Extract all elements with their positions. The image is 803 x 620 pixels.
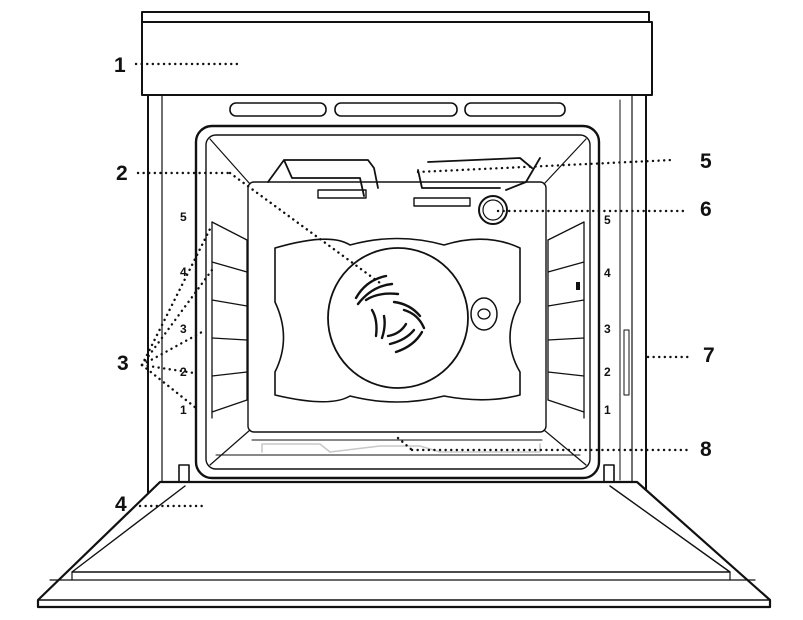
right-level-4: 4 [604,267,611,279]
fan-blades [356,276,424,352]
callout-5: 5 [700,151,712,172]
leader-3-a [142,225,212,365]
callout-8: 8 [700,439,712,460]
left-shelf-guides [212,222,247,418]
left-level-4: 4 [180,266,187,278]
left-level-3: 3 [180,323,187,335]
leader-5 [418,160,672,172]
callout-7: 7 [703,345,715,366]
side-latch [576,282,580,290]
right-shelf-guides [548,222,584,418]
callout-6: 6 [700,199,712,220]
callout-4: 4 [115,494,127,515]
control-panel [142,12,652,95]
callout-2: 2 [116,163,128,184]
callout-1: 1 [114,55,126,76]
top-vents [230,103,565,116]
open-door [38,482,770,607]
leader-3-b [142,270,212,365]
callout-3: 3 [117,353,129,374]
right-level-5: 5 [604,214,611,226]
lamp [479,196,507,224]
lower-heating-element [262,444,540,452]
left-level-5: 5 [180,211,187,223]
left-level-1: 1 [180,404,187,416]
right-level-2: 2 [604,366,611,378]
right-level-1: 1 [604,404,611,416]
leader-3-e [142,365,196,408]
fan-cover [275,239,520,403]
left-level-2: 2 [180,366,187,378]
leader-3-c [142,332,202,365]
right-level-3: 3 [604,323,611,335]
